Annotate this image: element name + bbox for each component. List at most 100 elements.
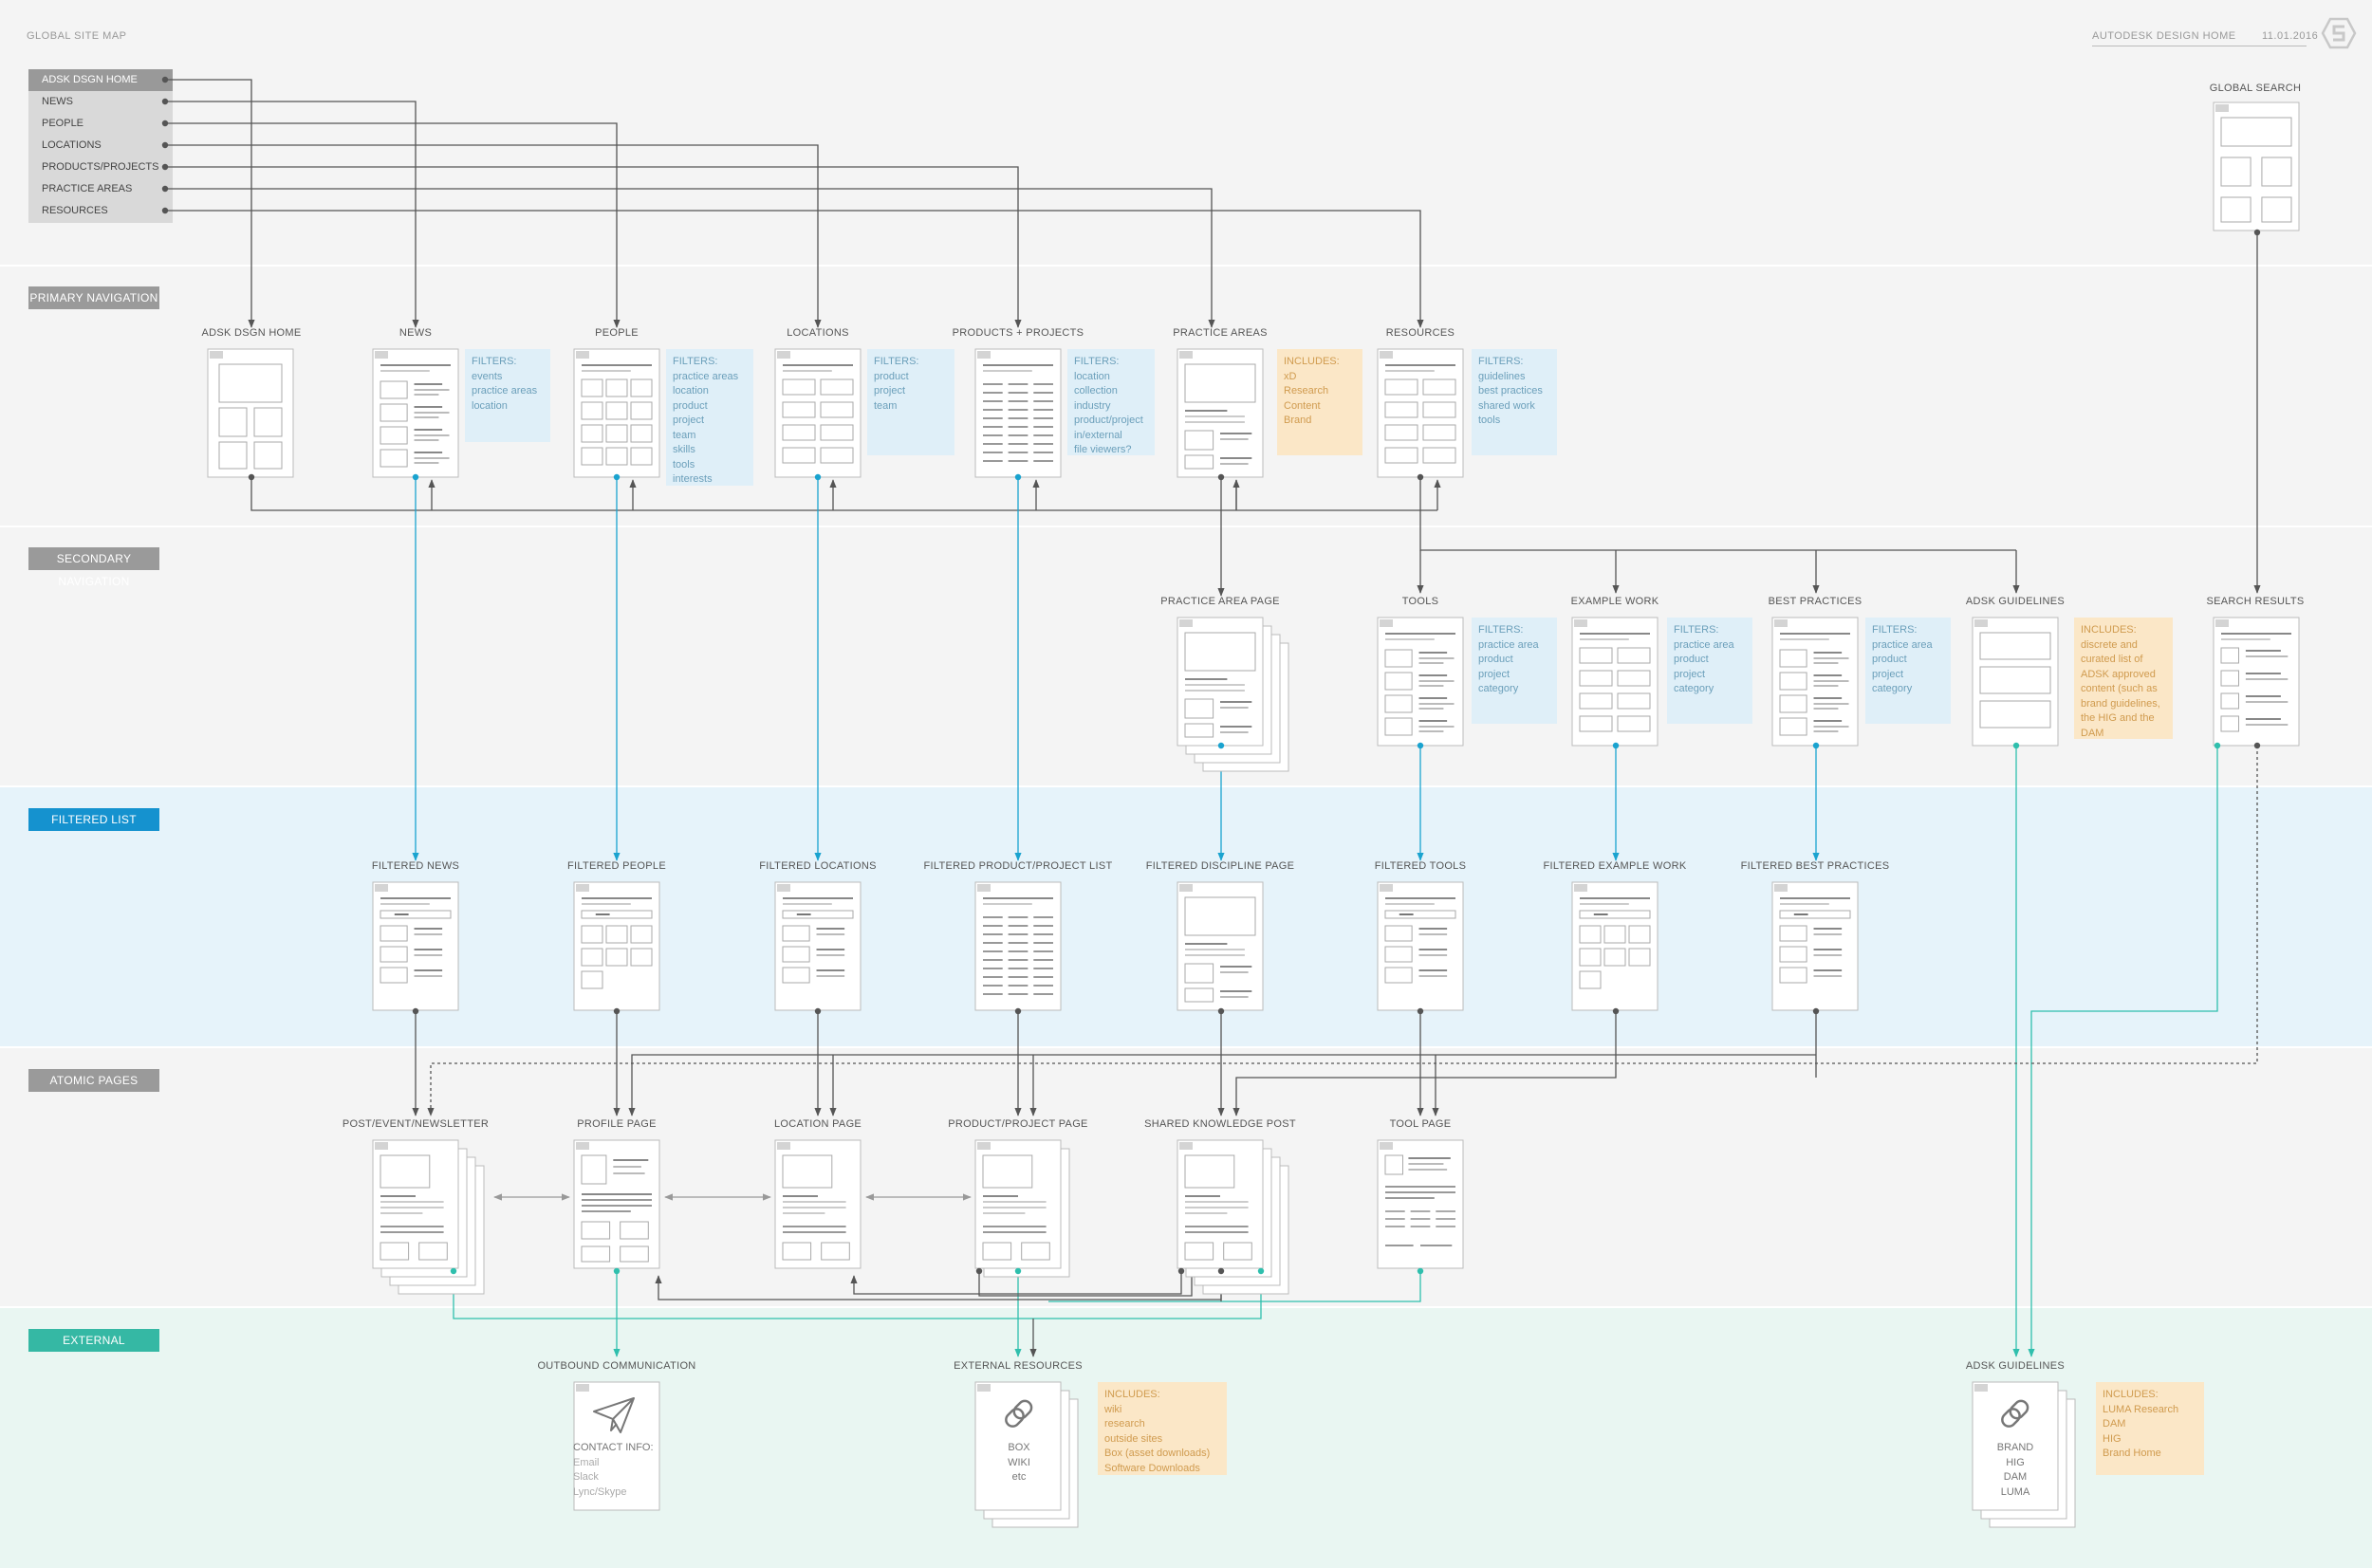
- label-adsk-guidelines-external: ADSK GUIDELINES: [1965, 1360, 2066, 1372]
- menu-item-adsk-dsgn-home[interactable]: ADSK DSGN HOME: [28, 69, 173, 91]
- connector-dot: [1217, 1267, 1225, 1275]
- tag-atomic-pages: ATOMIC PAGES: [28, 1069, 159, 1092]
- connector-line: [978, 1271, 1193, 1297]
- label-practice-area-page: PRACTICE AREA PAGE: [1160, 596, 1280, 607]
- label-news: NEWS: [398, 327, 433, 339]
- connector-dot: [1177, 1267, 1185, 1275]
- connector-dot: [1417, 473, 1424, 481]
- label-locations: LOCATIONS: [787, 327, 849, 339]
- label-global-search: GLOBAL SEARCH: [2209, 83, 2302, 94]
- connector-line: [1419, 477, 2016, 551]
- paper-plane-icon: [593, 1397, 635, 1433]
- connector-dot: [161, 163, 169, 171]
- global-menu: ADSK DSGN HOME NEWS PEOPLE LOCATIONS PRO…: [28, 69, 173, 223]
- menu-item-practice-areas[interactable]: PRACTICE AREAS: [42, 183, 133, 194]
- connector-dot: [1217, 473, 1225, 481]
- connector-line: [165, 101, 419, 328]
- connector-line: [1232, 1011, 1617, 1116]
- label-search-results: SEARCH RESULTS: [2206, 596, 2305, 607]
- connector-dot: [1812, 1007, 1820, 1015]
- page-thumbnail: [207, 348, 294, 478]
- menu-item-news[interactable]: NEWS: [42, 96, 73, 107]
- menu-item-locations[interactable]: LOCATIONS: [42, 139, 102, 151]
- label-location-page: LOCATION PAGE: [773, 1118, 862, 1130]
- label-shared-knowledge-post: SHARED KNOWLEDGE POST: [1144, 1118, 1296, 1130]
- tag-external: EXTERNAL: [28, 1329, 159, 1352]
- connector-dot: [1217, 742, 1225, 749]
- connector-dot: [613, 1007, 621, 1015]
- page-thumbnail: [372, 1139, 485, 1295]
- connector-dot: [1257, 1267, 1265, 1275]
- connector-line: [628, 1054, 1816, 1116]
- connector-dot: [161, 207, 169, 214]
- connector-dot: [248, 473, 255, 481]
- connector-dot: [1014, 473, 1022, 481]
- page-thumbnail: [1177, 1139, 1289, 1295]
- label-products-projects: PRODUCTS + PROJECTS: [952, 327, 1084, 339]
- link-icon: [1005, 1399, 1033, 1428]
- label-filtered-locations: FILTERED LOCATIONS: [759, 860, 877, 872]
- label-tools: TOOLS: [1401, 596, 1439, 607]
- connector-dot: [161, 98, 169, 105]
- connector-dot: [412, 1007, 419, 1015]
- menu-item-products-projects[interactable]: PRODUCTS/PROJECTS: [42, 161, 159, 173]
- page-thumbnail: [774, 1139, 862, 1269]
- connector-dot: [613, 1267, 621, 1275]
- menu-item-resources[interactable]: RESOURCES: [42, 205, 108, 216]
- page-thumbnail: [1571, 881, 1659, 1011]
- label-product-project-page: PRODUCT/PROJECT PAGE: [948, 1118, 1088, 1130]
- connector-dot: [1217, 1007, 1225, 1015]
- page-thumbnail: [1972, 1381, 2076, 1528]
- page-thumbnail: [1377, 1139, 1464, 1269]
- band-divider: [0, 1306, 2372, 1308]
- page-thumbnail: [1377, 617, 1464, 747]
- label-external-resources: EXTERNAL RESOURCES: [954, 1360, 1083, 1372]
- connector-line: [1048, 1271, 1421, 1302]
- connector-dot: [814, 473, 822, 481]
- menu-item-people[interactable]: PEOPLE: [42, 118, 84, 129]
- connector-dot: [1417, 1267, 1424, 1275]
- label-outbound-communication: OUTBOUND COMMUNICATION: [537, 1360, 696, 1372]
- connector-dot: [1014, 1007, 1022, 1015]
- connector-line: [165, 122, 621, 328]
- page-thumbnail: [974, 348, 1062, 478]
- page-thumbnail: [974, 881, 1062, 1011]
- date-label: 11.01.2016: [2262, 30, 2319, 42]
- label-resources: RESOURCES: [1385, 327, 1455, 339]
- connector-dot: [2012, 742, 2020, 749]
- connector-dot: [1612, 1007, 1620, 1015]
- label-filtered-example-work: FILTERED EXAMPLE WORK: [1543, 860, 1687, 872]
- page-thumbnail: [573, 881, 660, 1011]
- page-thumbnail: [1571, 617, 1659, 747]
- connector-dot: [412, 473, 419, 481]
- connector-dot: [2253, 742, 2261, 749]
- connector-dot: [2214, 742, 2221, 749]
- connector-line: [453, 1271, 1262, 1319]
- page-thumbnail: [1177, 348, 1264, 478]
- page-title: GLOBAL SITE MAP: [27, 30, 127, 42]
- label-filtered-tools: FILTERED TOOLS: [1374, 860, 1467, 872]
- link-icon: [2001, 1399, 2029, 1428]
- tag-primary-navigation: PRIMARY NAVIGATION: [28, 286, 159, 309]
- band-divider: [0, 265, 2372, 267]
- page-thumbnail: [1771, 881, 1859, 1011]
- connector-dot: [161, 141, 169, 149]
- connector-dot: [161, 76, 169, 83]
- page-thumbnail: [1377, 881, 1464, 1011]
- label-practice-areas: PRACTICE AREAS: [1173, 327, 1268, 339]
- page-thumbnail: [774, 348, 862, 478]
- label-adsk-dsgn-home: ADSK DSGN HOME: [201, 327, 302, 339]
- connector-line: [2028, 746, 2218, 1357]
- page-thumbnail: [1972, 617, 2059, 747]
- label-filtered-discipline-page: FILTERED DISCIPLINE PAGE: [1145, 860, 1295, 872]
- connector-line: [165, 188, 1215, 328]
